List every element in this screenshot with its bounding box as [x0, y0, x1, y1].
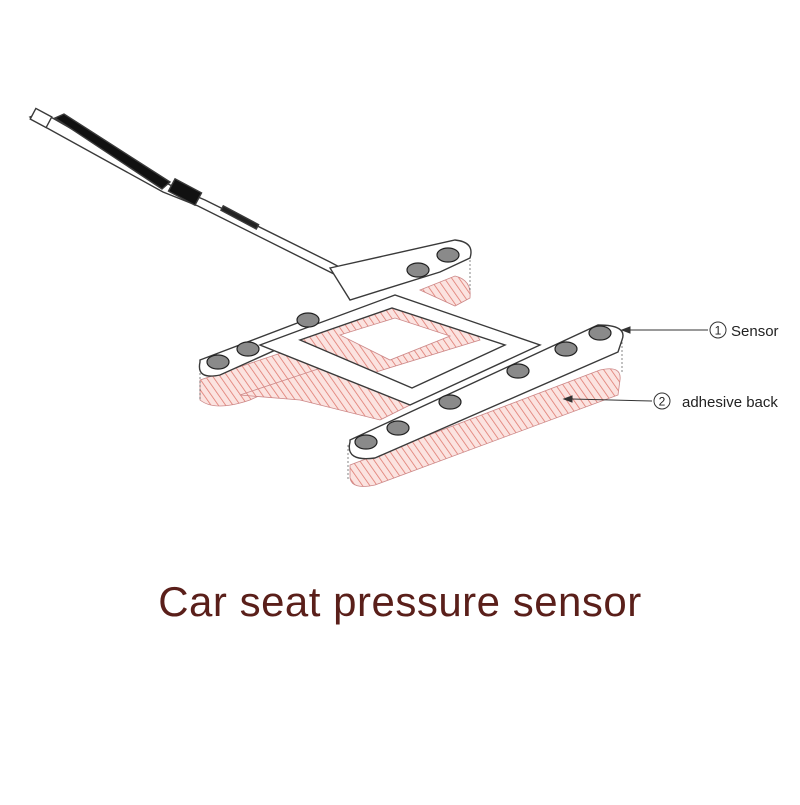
arrowhead-icon — [620, 326, 631, 334]
sensor-pad — [436, 247, 460, 263]
sensor-bar-back — [328, 239, 472, 301]
callout-number: 2 — [659, 395, 666, 409]
leader-line-adhesive — [571, 398, 653, 402]
cable-black-band — [53, 113, 172, 190]
callout-adhesive: 2 adhesive back — [653, 392, 778, 411]
adhesive-crossbar — [239, 364, 421, 421]
adhesive-strip-front — [349, 368, 621, 487]
arrowhead-icon — [562, 395, 573, 403]
callout-sensor: 1 Sensor — [709, 321, 779, 340]
sensor-pad — [354, 434, 378, 450]
sensor-inner-frame — [258, 294, 542, 406]
sensor-pad — [438, 394, 462, 410]
callout-label: Sensor — [731, 323, 779, 340]
sensor-pad — [554, 341, 578, 357]
sensor-layer — [28, 107, 624, 460]
connector-block — [167, 177, 203, 207]
adhesive-strip-back — [418, 275, 471, 307]
sensor-pad — [588, 325, 612, 341]
connector-end — [29, 107, 53, 129]
sensor-pad — [206, 354, 230, 370]
sensor-pad — [506, 363, 530, 379]
number-circle-icon — [653, 392, 671, 410]
number-circle-icon — [709, 321, 727, 339]
sensor-bar-front — [348, 324, 624, 460]
callout-label: adhesive back — [682, 394, 778, 411]
diagram-caption: Car seat pressure sensor — [158, 578, 642, 625]
sensor-pads — [206, 247, 612, 450]
sensor-pad — [236, 341, 260, 357]
sensor-pad — [406, 262, 430, 278]
cable-label — [219, 204, 260, 230]
callout-leaders — [562, 326, 708, 403]
sensor-pad — [386, 420, 410, 436]
sensor-pad — [296, 312, 320, 328]
callout-number: 1 — [715, 324, 722, 338]
